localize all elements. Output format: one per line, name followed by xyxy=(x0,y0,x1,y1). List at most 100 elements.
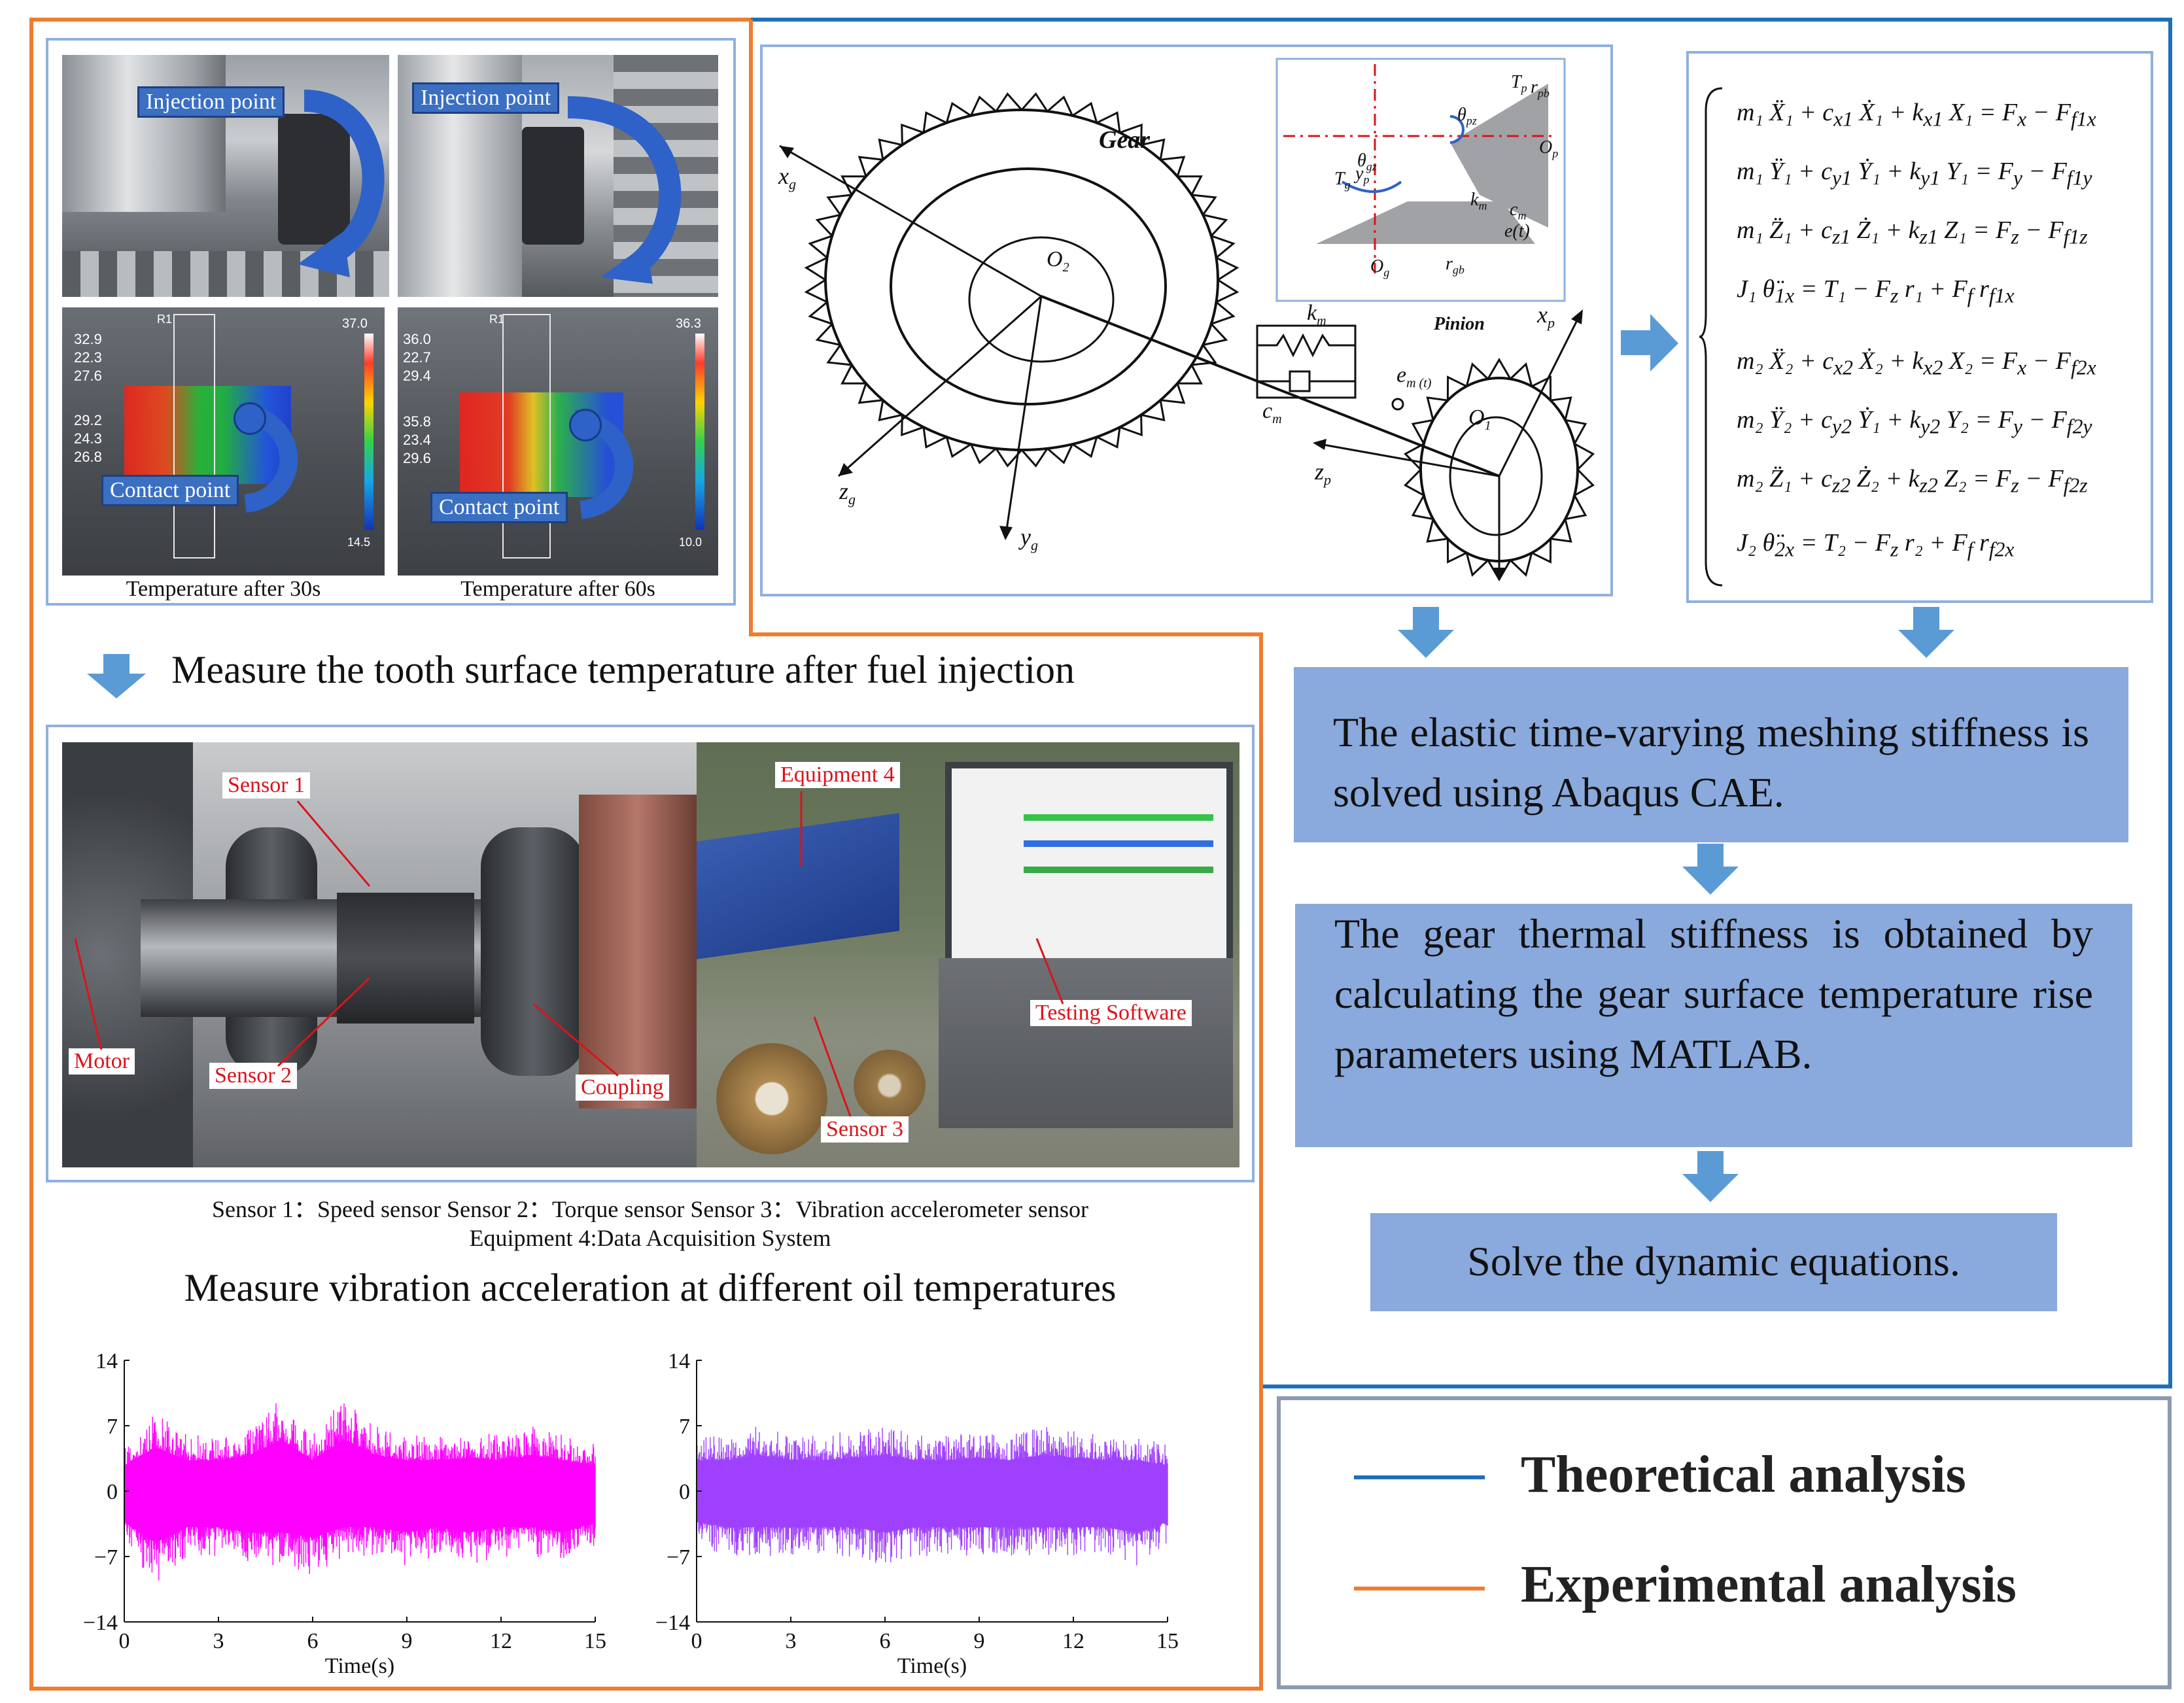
x-tick-label: 6 xyxy=(307,1629,319,1653)
laptop-keyboard xyxy=(939,958,1233,1128)
x-axis-title: Time(s) xyxy=(897,1654,967,1678)
scale-min: 14.5 xyxy=(347,536,371,549)
equation: m₁ Ÿ₁ + cy1 Ẏ₁ + ky1 Y₁ = Fy − Ff1y xyxy=(1737,158,2092,190)
legend-experiment-text: Experimental analysis xyxy=(1521,1556,2017,1613)
temp-value: 22.3 xyxy=(74,349,102,366)
temp-value: 29.4 xyxy=(403,368,431,384)
equation-list: m₁ Ẍ₁ + cx1 Ẋ₁ + kx1 X₁ = Fx − Ff1x m₁ Ÿ… xyxy=(1737,92,2149,595)
heat-map xyxy=(124,386,291,484)
testing-software-label: Testing Software xyxy=(1030,1000,1192,1026)
axis-xg: xg xyxy=(778,163,796,193)
spring-damper xyxy=(1256,324,1357,399)
legend-theory-text: Theoretical analysis xyxy=(1521,1446,1966,1504)
pinion-center-o1: O1 xyxy=(1468,405,1491,433)
shaft xyxy=(62,55,226,212)
test-rig-photo: Sensor 1 Sensor 2 Motor Coupling xyxy=(62,742,697,1167)
axis-xp: xp xyxy=(1537,301,1555,332)
signal-trace-green xyxy=(1024,867,1213,873)
laptop-screen xyxy=(945,762,1233,965)
temp-value: 26.8 xyxy=(74,449,102,465)
measurement-box xyxy=(502,314,551,559)
gear-center-o2: O2 xyxy=(1047,247,1069,275)
contact-dot xyxy=(569,409,602,441)
contact-dot xyxy=(234,402,266,435)
caption-30s: Temperature after 30s xyxy=(126,577,321,601)
measure-vibration-text: Measure vibration acceleration at differ… xyxy=(184,1266,1117,1309)
x-tick-label: 15 xyxy=(1156,1629,1179,1653)
injection-point-label: Injection point xyxy=(412,82,560,114)
thermal-image-60s: R1 36.0 22.7 29.4 35.8 23.4 29.6 36.3 10… xyxy=(398,307,718,576)
x-tick-label: 9 xyxy=(974,1629,985,1653)
bearing xyxy=(522,127,584,245)
down-arrow-icon xyxy=(1398,607,1454,658)
inset-tg: Tg xyxy=(1334,169,1351,192)
equations-panel xyxy=(1686,51,2153,603)
equation: m₂ Ẍ₂ + cx2 Ẋ₂ + kx2 X₂ = Fx − Ff2x xyxy=(1737,347,2096,379)
torque-sensor-body xyxy=(337,893,474,1024)
legend-experiment-line xyxy=(1354,1587,1485,1591)
x-tick-label: 12 xyxy=(490,1629,512,1653)
y-tick-label: −7 xyxy=(94,1545,118,1570)
y-tick-label: 14 xyxy=(668,1349,690,1373)
inset-og: Og xyxy=(1370,256,1390,279)
coupling-hub xyxy=(579,795,697,1109)
pointer-lines xyxy=(800,791,1064,1117)
stiffness-km: km xyxy=(1307,301,1326,328)
y-tick-label: 7 xyxy=(679,1415,690,1439)
equation: J₂ θ̈2x = T₂ − Fz r₂ + Ff rf2x xyxy=(1737,529,2015,561)
temp-value: 29.6 xyxy=(403,450,431,466)
inset-rgb: rgb xyxy=(1446,254,1465,277)
temp-value: 23.4 xyxy=(403,432,431,448)
down-arrow-icon xyxy=(87,654,146,698)
temp-value: 35.8 xyxy=(403,413,431,430)
gear-label: Gear xyxy=(1099,126,1151,154)
bevel-gear-small xyxy=(854,1050,926,1122)
motor-label: Motor xyxy=(69,1048,135,1075)
error-em: em (t) xyxy=(1396,363,1432,390)
injection-point-label: Injection point xyxy=(137,86,285,118)
rig-legend-line1: Sensor 1：Speed sensor Sensor 2：Torque se… xyxy=(211,1196,1088,1222)
down-arrow-icon xyxy=(1682,844,1739,895)
color-scale-bar xyxy=(695,334,704,530)
equation: m₁ Ẍ₁ + cx1 Ẋ₁ + kx1 X₁ = Fx − Ff1x xyxy=(1737,99,2096,131)
x-tick-label: 15 xyxy=(584,1629,606,1653)
inset-km: km xyxy=(1470,190,1487,213)
pointer-lines xyxy=(74,800,619,1077)
injection-photo-30s: Injection point xyxy=(62,55,389,297)
signal-series xyxy=(124,1403,596,1581)
temp-value: 29.2 xyxy=(74,412,102,428)
axis-zg: zg xyxy=(839,478,856,508)
y-tick-label: −7 xyxy=(667,1545,690,1570)
axis-zp: zp xyxy=(1315,458,1332,489)
scale-min: 10.0 xyxy=(679,536,702,549)
x-tick-label: 3 xyxy=(213,1629,224,1653)
heat-map xyxy=(460,392,623,497)
damping-cm: cm xyxy=(1262,399,1282,426)
x-tick-label: 9 xyxy=(402,1629,413,1653)
contact-point-label: Contact point xyxy=(430,492,568,523)
x-tick-label: 0 xyxy=(691,1629,702,1653)
temp-value: 27.6 xyxy=(74,368,102,384)
sensor-1-label: Sensor 1 xyxy=(222,772,311,799)
inset-yp: yp xyxy=(1355,163,1370,186)
curved-arrow-icon xyxy=(298,90,385,277)
temp-value: 32.9 xyxy=(74,331,102,347)
gear-wheel xyxy=(804,92,1239,468)
signal-trace-green xyxy=(1024,814,1213,821)
x-tick-label: 0 xyxy=(119,1629,130,1653)
signal-trace-blue xyxy=(1024,840,1213,847)
thermal-image-30s: R1 32.9 22.3 27.6 29.2 24.3 26.8 37.0 14… xyxy=(62,307,385,576)
inset-op: Op xyxy=(1539,137,1559,160)
x-axis-title: Time(s) xyxy=(325,1654,394,1678)
scale-max: 36.3 xyxy=(676,317,701,331)
equation: J₁ θ̈1x = T₁ − Fz r₁ + Ff rf1x xyxy=(1737,275,2015,307)
mesh-inset xyxy=(1275,58,1566,302)
down-arrow-icon xyxy=(1898,607,1954,658)
legend-theory-line xyxy=(1354,1475,1485,1479)
curved-arrow-icon xyxy=(567,96,682,284)
step-solve: Solve the dynamic equations. xyxy=(1370,1213,2057,1311)
inset-cm: cm xyxy=(1510,199,1527,222)
y-tick-label: −14 xyxy=(83,1611,118,1635)
